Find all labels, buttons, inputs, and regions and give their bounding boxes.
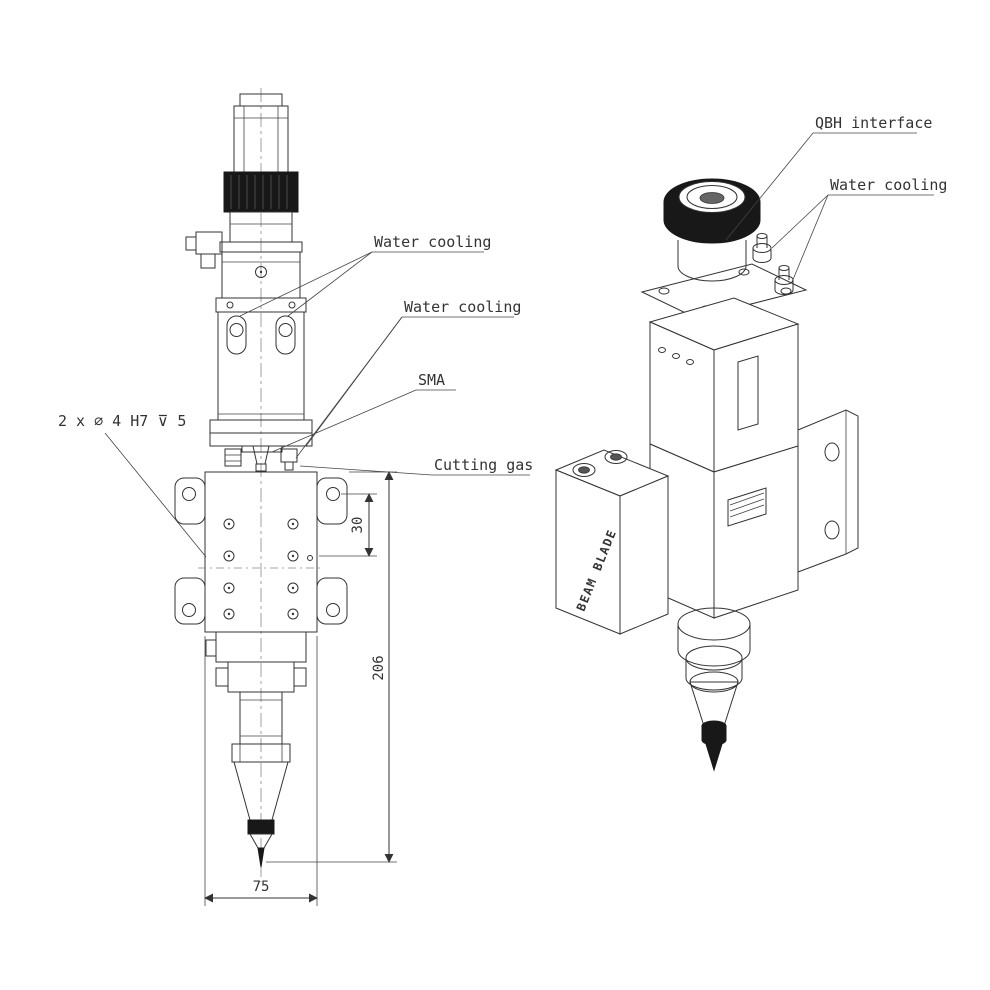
cutting-gas-label: Cutting gas	[434, 456, 533, 474]
collimator-stack	[219, 93, 303, 299]
cutting-gas-connector	[280, 448, 298, 463]
leader-line	[725, 132, 814, 241]
box-connector-2	[604, 450, 628, 464]
hole-spec-label: 2 x ⌀ 4 H7 ⊽ 5	[58, 412, 186, 430]
front-view: 75 206 30 2 x ⌀ 4 H7 ⊽ 5 Water cooling	[58, 88, 533, 906]
callout-cutting-gas: Cutting gas	[299, 456, 533, 476]
qbh-interface-label: QBH interface	[815, 114, 932, 132]
leader-line	[239, 251, 373, 317]
dim-75: 75	[253, 879, 270, 895]
nozzle-assembly	[205, 631, 307, 868]
leader-line	[771, 194, 829, 249]
water-port-right	[275, 315, 296, 355]
nozzle-tip	[257, 847, 265, 868]
iso-body-upper	[648, 297, 800, 473]
water-cooling-lower-label: Water cooling	[404, 298, 521, 316]
dim-plate-width: 75	[204, 636, 318, 906]
iso-nozzle	[677, 607, 751, 772]
dim-30: 30	[350, 517, 366, 534]
callout-hole-spec: 2 x ⌀ 4 H7 ⊽ 5	[58, 412, 207, 558]
connector-section	[209, 419, 313, 472]
connector-left	[224, 448, 242, 467]
iso-flange	[797, 409, 859, 573]
ear-top-left	[174, 477, 206, 525]
iso-qbh-connector	[663, 178, 761, 282]
nozzle-ring	[247, 819, 275, 835]
iso-fitting-1	[752, 233, 772, 263]
leader-line	[299, 465, 433, 476]
iso-body-lower	[649, 443, 799, 619]
label-plate	[727, 487, 767, 527]
dim-206: 206	[371, 655, 387, 680]
callout-water-cooling-upper: Water cooling	[239, 233, 491, 317]
ear-bottom-left	[174, 577, 206, 625]
dim-hole-offset: 30	[319, 493, 377, 557]
dim-overall-height: 206	[266, 471, 397, 863]
mounting-plate	[174, 471, 348, 633]
callout-qbh-interface: QBH interface	[725, 114, 932, 241]
sma-label: SMA	[418, 371, 445, 389]
elbow-fitting	[185, 231, 223, 269]
leader-line	[791, 194, 829, 283]
water-cooling-iso-label: Water cooling	[830, 176, 947, 194]
water-port-left	[226, 315, 247, 355]
leader-line	[104, 432, 207, 558]
water-cooling-upper-label: Water cooling	[374, 233, 491, 251]
knurled-ring	[223, 171, 299, 213]
iso-left-box: BEAM BLADE	[554, 449, 670, 635]
callout-water-cooling-lower: Water cooling	[295, 298, 521, 459]
box-connector-1	[572, 463, 596, 477]
qbh-aperture	[699, 192, 725, 204]
iso-view: BEAM BLADE	[554, 114, 947, 772]
leader-line	[295, 316, 403, 459]
callout-water-cooling-iso: Water cooling	[771, 176, 947, 283]
ear-bottom-right	[316, 577, 348, 625]
leader-line	[287, 251, 373, 317]
leader-line	[271, 389, 417, 453]
ear-top-right	[316, 477, 348, 525]
callout-sma: SMA	[271, 371, 456, 453]
iso-nozzle-tip	[705, 743, 723, 772]
body-slot	[737, 355, 759, 431]
